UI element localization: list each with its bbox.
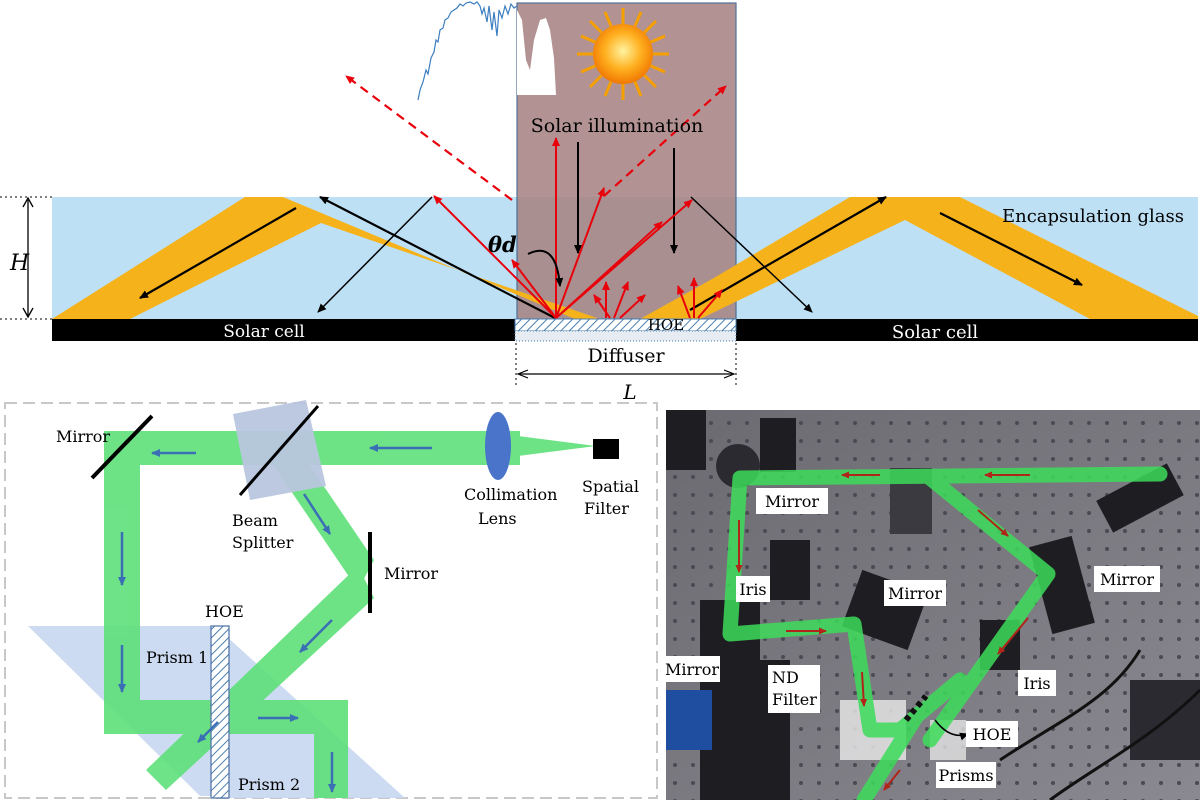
mirror-top-left: [90, 414, 154, 480]
prism-1-label: Prism 1: [146, 648, 208, 667]
ray-red-dashed: [345, 75, 513, 201]
yellow-beam-right-2: [645, 197, 1195, 319]
solar-cell-right: [736, 319, 1198, 341]
collimation-lens: [485, 412, 511, 480]
photo-label-mirror-right: Mirror: [1094, 566, 1160, 592]
photo-label-hoe: HOE: [966, 721, 1018, 747]
hoe-plate: [210, 625, 230, 799]
photo-label-mirror-top: Mirror: [756, 488, 828, 514]
ray-black: [690, 196, 813, 313]
photo-label-iris-left: Iris: [736, 576, 770, 602]
theta-arc: [527, 249, 564, 287]
solar-illumination-label: Solar illumination: [531, 115, 704, 137]
height-label: H: [9, 251, 30, 276]
ray-red-dashed: [603, 85, 727, 197]
length-label: L: [622, 380, 636, 404]
diffuser-label: Diffuser: [587, 345, 665, 367]
photo-label-prisms: Prisms: [936, 762, 996, 788]
prism-2-label: Prism 2: [238, 775, 300, 794]
solar-cell-left: [52, 319, 515, 341]
mirror-top-left-label: Mirror: [56, 427, 110, 446]
beam-arrow: [319, 196, 556, 319]
lab-photo: [666, 410, 1200, 800]
collimation-lens-label-2: Lens: [478, 509, 517, 528]
ray-black: [317, 196, 433, 313]
spatial-filter: [593, 439, 619, 459]
photo-label-mirror-center: Mirror: [884, 580, 946, 606]
encapsulation-glass-label: Encapsulation glass: [1002, 206, 1184, 227]
solar-spectrum: [417, 1, 518, 101]
sun-icon: [577, 8, 669, 100]
solar-spectrum-white: [517, 10, 556, 95]
beam-arrow: [689, 196, 887, 311]
solar-cell-right-label: Solar cell: [892, 322, 978, 343]
hoe: [514, 318, 737, 332]
photo-label-nd-filter: ND Filter: [768, 665, 820, 713]
beam-splitter-label-2: Splitter: [232, 533, 294, 552]
solar-cell-left-label: Solar cell: [223, 322, 304, 342]
mirror-right-label: Mirror: [384, 564, 438, 583]
diffuser: [514, 330, 737, 342]
spatial-filter-label-1: Spatial: [582, 477, 639, 496]
theta-label: θd: [488, 232, 517, 257]
beam-arrow: [939, 212, 1083, 286]
beam-arrow: [139, 207, 297, 299]
beam-splitter-label-1: Beam: [232, 511, 278, 530]
spatial-filter-label-2: Filter: [584, 499, 629, 518]
yellow-beam-left-2: [60, 197, 321, 319]
photo-label-mirror-left: Mirror: [664, 656, 720, 682]
photo-label-iris-right: Iris: [1018, 670, 1056, 696]
setup-diagram: Mirror Beam Splitter Collimation Lens Sp…: [4, 400, 658, 799]
collimation-lens-label-1: Collimation: [464, 485, 557, 504]
hoe-label-setup: HOE: [205, 602, 244, 621]
hoe-label: HOE: [648, 316, 684, 334]
top-diagram: Solar illumination Encapsulation glass H…: [0, 1, 1198, 404]
